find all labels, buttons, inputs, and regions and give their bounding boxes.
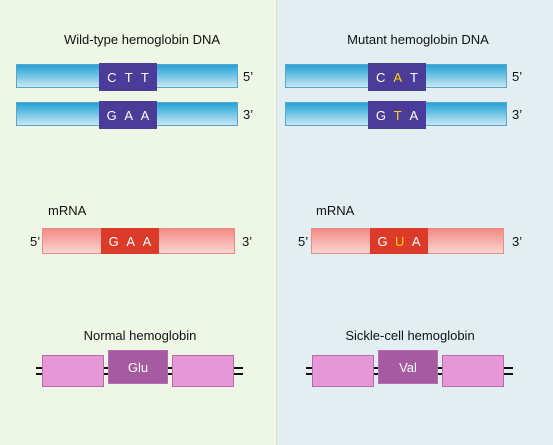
wild-mrna-right-end: 3’ — [242, 234, 253, 249]
mutated-base: A — [393, 69, 403, 85]
mutant-dna-bottom-strand: G T A — [285, 101, 507, 129]
wild-dna-top-strand: C T T — [16, 63, 238, 91]
mutant-mrna-codon: G U A — [370, 228, 428, 254]
wild-type-dna-title: Wild-type hemoglobin DNA — [63, 32, 221, 47]
base: A — [140, 107, 150, 123]
wild-dna-bottom-codon: G A A — [99, 101, 157, 129]
mutated-base: T — [393, 107, 402, 123]
normal-hemoglobin-chain: Glu — [36, 350, 243, 387]
base: G — [375, 107, 386, 123]
mutant-dna-bottom-codon: G T A — [368, 101, 426, 129]
protein-segment — [42, 355, 104, 387]
mutant-dna-top-strand: C A T — [285, 63, 507, 91]
wild-bottom-right-end: 3’ — [243, 107, 254, 122]
base: T — [124, 69, 133, 85]
base: C — [375, 69, 386, 85]
val-residue: Val — [378, 350, 438, 384]
wild-dna-bottom-strand: G A A — [16, 101, 238, 129]
sickle-cell-hemoglobin-chain: Val — [306, 350, 513, 387]
wild-mrna-codon: G A A — [101, 228, 159, 254]
base: A — [124, 107, 134, 123]
mutated-base: U — [395, 233, 405, 249]
wild-mrna-strand: G A A — [42, 228, 235, 254]
base: T — [410, 69, 418, 85]
sickle-cell-hemoglobin-title: Sickle-cell hemoglobin — [345, 328, 475, 343]
mutant-dna-title: Mutant hemoglobin DNA — [347, 32, 489, 47]
base: A — [409, 107, 419, 123]
wild-mrna-label: mRNA — [48, 203, 87, 218]
base: A — [126, 233, 136, 249]
mutant-mrna-strand: G U A — [311, 228, 504, 254]
mutant-mrna-right-end: 3’ — [512, 234, 523, 249]
protein-segment — [442, 355, 504, 387]
base: G — [108, 233, 119, 249]
mutant-bottom-right-end: 3’ — [512, 107, 523, 122]
base: A — [411, 233, 421, 249]
mutant-mrna-label: mRNA — [316, 203, 355, 218]
base: A — [142, 233, 152, 249]
base: T — [140, 69, 149, 85]
wild-top-right-end: 5’ — [243, 69, 254, 84]
base: C — [107, 69, 117, 85]
mutant-dna-top-codon: C A T — [368, 63, 426, 91]
base: G — [106, 107, 117, 123]
mutant-top-right-end: 5’ — [512, 69, 523, 84]
wild-dna-top-codon: C T T — [99, 63, 157, 91]
wild-mrna-left-end: 5’ — [30, 234, 41, 249]
glu-residue: Glu — [108, 350, 168, 384]
base: G — [377, 233, 388, 249]
mutant-mrna-left-end: 5’ — [298, 234, 309, 249]
protein-segment — [172, 355, 234, 387]
normal-hemoglobin-title: Normal hemoglobin — [83, 328, 197, 343]
protein-segment — [312, 355, 374, 387]
